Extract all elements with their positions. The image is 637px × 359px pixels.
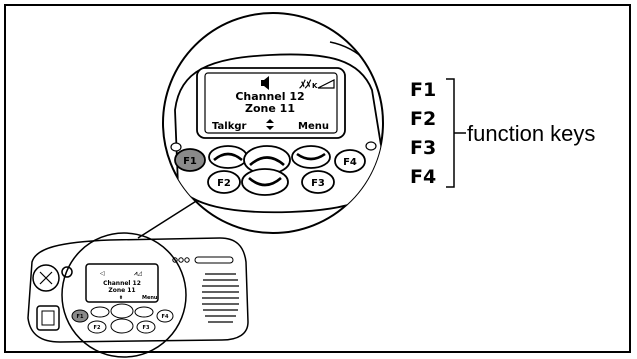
small-right-arrow-key	[134, 306, 154, 318]
down-key	[241, 168, 289, 196]
lcd-softkey-menu: Menu	[298, 121, 329, 132]
small-f2-label: F2	[94, 325, 101, 331]
lcd-screen	[204, 72, 338, 134]
small-f4-key	[156, 309, 174, 323]
small-speaker-icon: ◁	[100, 270, 105, 277]
magnifier-source-circle	[61, 232, 187, 358]
lcd-softkey-talkgroup: Talkgr	[212, 121, 247, 132]
small-f2-key	[87, 320, 107, 334]
lcd-zone-text: Zone 11	[245, 102, 295, 115]
small-lcd-channel: Channel 12	[103, 280, 141, 287]
small-lcd-zone: Zone 11	[108, 287, 135, 294]
small-up-key	[110, 303, 134, 319]
lcd-channel-text: Channel 12	[235, 90, 304, 103]
right-indicator-led	[365, 141, 377, 151]
small-down-key	[110, 318, 134, 334]
magnified-view: ﾒﾒ K Channel 12 Zone 11 Talkgr Menu F1	[162, 12, 384, 234]
f4-key: F4	[334, 149, 366, 173]
small-left-arrow-key	[90, 306, 110, 318]
small-signal-icon: ⩘◿	[133, 270, 142, 277]
callout-f1: F1	[410, 79, 436, 101]
port-socket-icon	[41, 310, 55, 326]
small-lcd-menu: Menu	[142, 295, 158, 301]
scroll-arrows-icon	[266, 119, 274, 130]
f2-key-label: F2	[217, 178, 231, 189]
svg-text:K: K	[312, 82, 318, 90]
indicator-led	[184, 257, 190, 263]
callout-caption: function keys	[467, 121, 595, 146]
speaker-icon	[261, 76, 269, 90]
callout-f3: F3	[410, 137, 436, 159]
f3-key-label: F3	[311, 178, 325, 189]
small-f4-label: F4	[162, 314, 169, 320]
signal-strength-icon: ﾒﾒ K	[299, 78, 335, 91]
f4-key-label: F4	[343, 157, 357, 168]
small-f1-label: F1	[77, 314, 84, 320]
callout-bracket	[446, 78, 466, 188]
radio-overview: ◁ ⩘◿ Channel 12 Zone 11 ⬍ Menu F1 F2 F3 …	[27, 232, 249, 358]
small-lcd-scroll-icon: ⬍	[119, 295, 123, 301]
small-lcd	[85, 263, 159, 303]
callout-f2: F2	[410, 108, 436, 130]
small-f3-label: F3	[143, 325, 150, 331]
knob-grip-icon	[39, 271, 53, 285]
right-arrow-key	[291, 145, 331, 169]
top-slot	[194, 256, 234, 264]
f1-key-label: F1	[183, 156, 197, 167]
small-f1-key	[71, 309, 89, 323]
function-keys-callout: F1 F2 F3 F4 function keys	[410, 78, 595, 188]
f3-key: F3	[301, 170, 335, 194]
indicator-led	[178, 257, 184, 263]
speaker-grille	[202, 273, 239, 323]
left-arrow-key	[208, 145, 248, 169]
left-indicator-led	[170, 142, 182, 152]
svg-text:ﾒﾒ: ﾒﾒ	[299, 78, 311, 91]
f1-key: F1	[174, 148, 206, 172]
callout-f4: F4	[410, 166, 436, 188]
small-f3-key	[136, 320, 156, 334]
f2-key: F2	[207, 170, 241, 194]
